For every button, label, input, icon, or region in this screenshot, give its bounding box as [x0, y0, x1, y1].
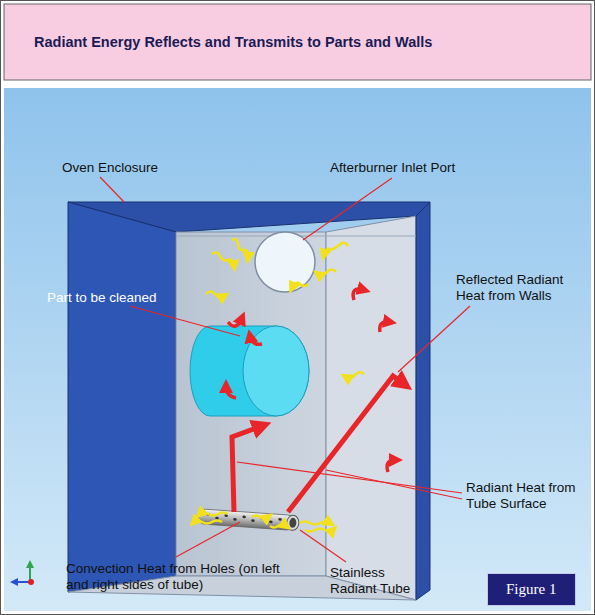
- tube-hole: [215, 517, 219, 520]
- leader-lines-part: [326, 470, 462, 499]
- part-cylinder-part: [190, 326, 309, 416]
- oven-enclosure-part: [68, 202, 176, 592]
- diagram-title: Radiant Energy Reflects and Transmits to…: [34, 34, 432, 50]
- page-frame-part: [4, 4, 591, 80]
- reflected-heat-curls-part: [387, 460, 396, 472]
- leader-lines: [100, 177, 470, 562]
- leader-lines-part: [100, 177, 124, 202]
- callout-label: Afterburner Inlet Port: [330, 160, 455, 176]
- reflected-heat-curls-part: [250, 336, 262, 344]
- tube-hole: [269, 520, 273, 523]
- radiant-squiggles-part: [232, 239, 248, 258]
- callout-label: Part to be cleaned: [47, 290, 157, 306]
- radiant-tube-part: [198, 509, 295, 531]
- part-cylinder: [190, 326, 309, 416]
- figure-label-box: Figure 1: [487, 573, 576, 606]
- radiant-squiggles-part: [212, 252, 234, 266]
- reflected-heat-curls: [226, 289, 396, 472]
- radiant-squiggles-part: [346, 372, 364, 378]
- axis-icon: [10, 560, 34, 586]
- leader-lines-part: [176, 522, 240, 557]
- oven-enclosure: [68, 202, 430, 600]
- convection-arrows-part: [270, 525, 286, 528]
- convection-arrows: [194, 513, 333, 532]
- oven-enclosure-part: [176, 232, 326, 576]
- figure-label: Figure 1: [506, 581, 557, 598]
- convection-arrows-part: [194, 521, 222, 524]
- callout-label: Reflected Radiant Heat from Walls: [456, 272, 574, 304]
- tube-hole: [242, 515, 246, 518]
- leader-lines-part: [303, 178, 392, 240]
- leader-lines-part: [398, 306, 470, 372]
- afterburner-port: [255, 232, 315, 292]
- reflected-heat-curls-part: [228, 318, 242, 326]
- convection-arrows-part: [200, 513, 228, 516]
- radiant-heat-rays-part: [232, 426, 262, 512]
- radiant-squiggles-part: [318, 270, 336, 276]
- callout-label: Stainless Radiant Tube: [330, 565, 418, 597]
- radiant-heat-rays: [232, 376, 404, 512]
- radiant-heat-rays-part: [288, 376, 404, 512]
- reflected-heat-curls-part: [226, 386, 236, 398]
- axis-icon-part: [10, 578, 18, 586]
- convection-arrows-part: [252, 516, 268, 519]
- axis-icon-part: [16, 581, 30, 583]
- radiant-tube: [198, 509, 300, 531]
- radiant-squiggles-part: [206, 292, 224, 298]
- leader-lines-part: [130, 306, 240, 336]
- callout-label: Oven Enclosure: [62, 160, 158, 176]
- leader-lines-part: [300, 530, 346, 562]
- tube-hole: [233, 518, 237, 521]
- afterburner-port-part: [255, 232, 315, 292]
- page-frame-part: [4, 88, 591, 611]
- convection-arrows-part: [300, 522, 330, 525]
- convection-arrows-part: [305, 529, 333, 532]
- tube-hole: [278, 518, 282, 521]
- leader-lines-part: [237, 462, 462, 493]
- radiant-squiggles-part: [292, 283, 308, 288]
- reflected-heat-curls-part: [380, 322, 390, 332]
- callout-label: Radiant Heat from Tube Surface: [466, 480, 578, 512]
- callout-label: Convection Heat from Holes (on left and …: [66, 561, 288, 593]
- radiant-tube-part: [289, 518, 297, 528]
- radiant-tube-part: [286, 515, 299, 531]
- radiant-squiggles-part: [324, 243, 348, 255]
- reflected-heat-curls-part: [353, 289, 364, 300]
- axis-icon-part: [28, 579, 34, 585]
- radiant-squiggles: [206, 239, 364, 378]
- oven-enclosure-part: [416, 202, 430, 600]
- tube-hole: [251, 519, 255, 522]
- part-cylinder-part: [243, 326, 309, 416]
- axis-icon-part: [26, 560, 34, 568]
